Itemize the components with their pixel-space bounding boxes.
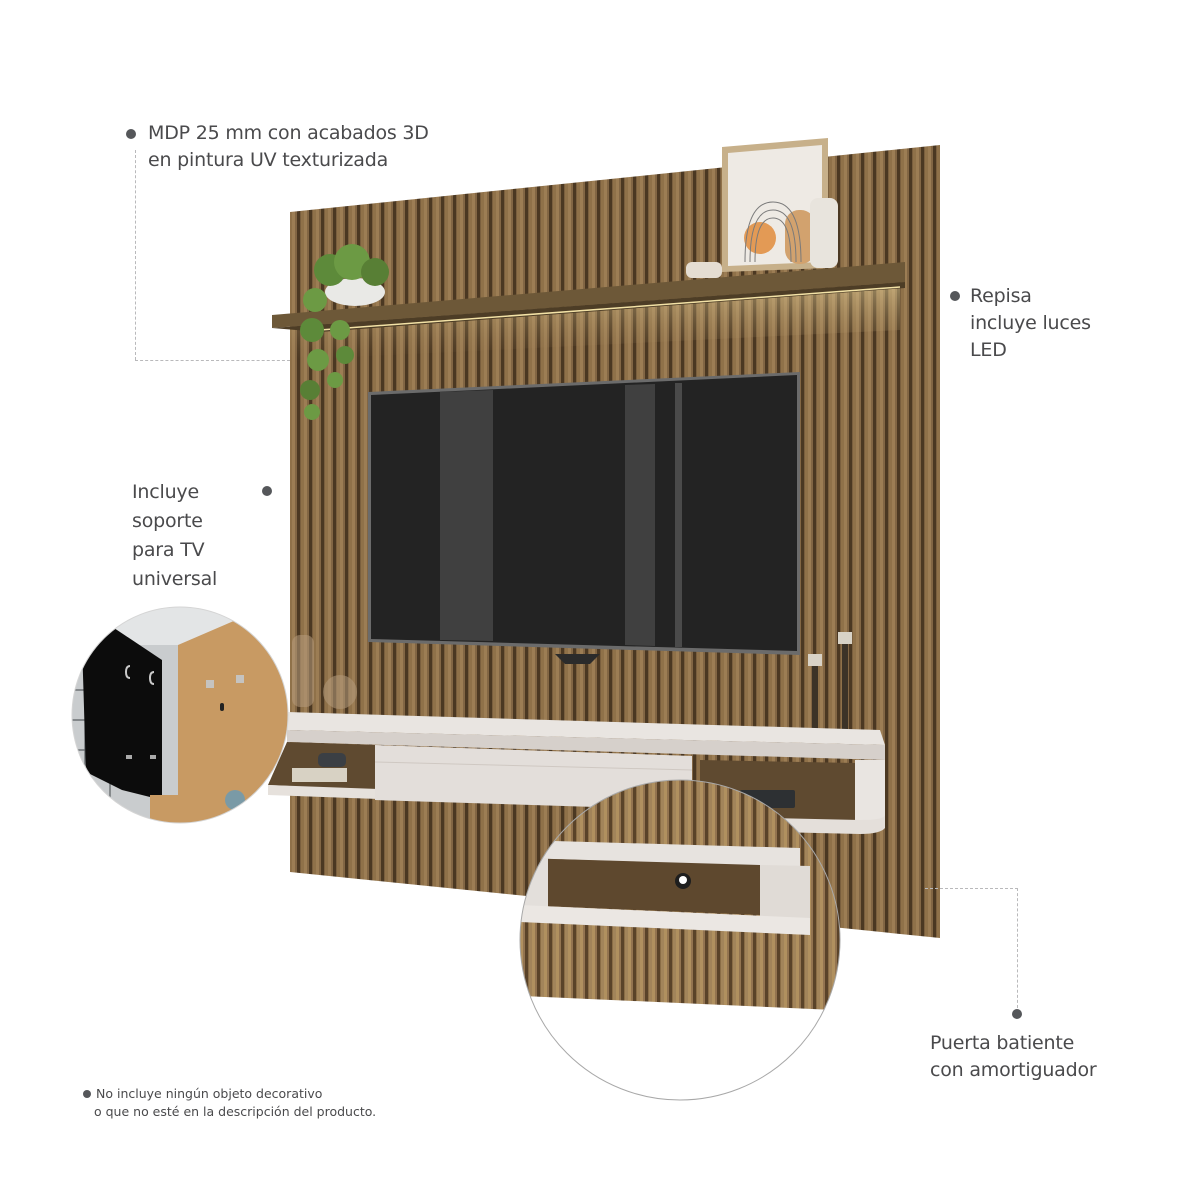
callout-text: universal	[132, 568, 218, 590]
disclaimer-text: o que no esté en la descripción del prod…	[94, 1104, 377, 1119]
leader-line-material-vertical	[135, 150, 136, 360]
callout-text: en pintura UV texturizada	[148, 149, 389, 171]
leader-line-material-horizontal	[135, 360, 290, 361]
bullet-dot	[83, 1090, 91, 1098]
callout-text: MDP 25 mm con acabados 3D	[148, 122, 429, 144]
leader-line-door-horizontal	[925, 888, 1018, 889]
bullet-dot	[950, 291, 960, 301]
callout-text: Repisa	[970, 285, 1032, 307]
callout-tv-support: Incluye soporte para TV universal	[132, 478, 217, 594]
hanging-plant	[300, 244, 389, 420]
callout-door: Puerta batiente con amortiguador	[930, 1030, 1097, 1084]
console-drawer	[375, 745, 692, 810]
callout-text: Incluye	[132, 481, 199, 503]
floating-shelf	[272, 262, 905, 328]
callout-text: Puerta batiente	[930, 1032, 1075, 1054]
disclaimer-note: No incluye ningún objeto decorativo o qu…	[94, 1085, 377, 1121]
callout-text: incluye luces	[970, 312, 1091, 334]
decor-vase	[810, 198, 838, 268]
tv-mount-detail-inset	[72, 607, 288, 823]
callout-text: con amortiguador	[930, 1059, 1097, 1081]
floating-console	[268, 712, 885, 834]
bullet-dot	[126, 129, 136, 139]
callout-text: LED	[970, 339, 1007, 361]
candle-holders	[808, 632, 852, 736]
callout-shelf-led: Repisa incluye luces LED	[970, 283, 1091, 364]
leader-line-door-vertical	[1017, 888, 1018, 1008]
callout-text: soporte	[132, 510, 203, 532]
callout-text: para TV	[132, 539, 205, 561]
bullet-dot	[1012, 1009, 1022, 1019]
bullet-dot	[262, 486, 272, 496]
callout-material: MDP 25 mm con acabados 3D en pintura UV …	[148, 120, 429, 174]
door-detail-inset	[520, 780, 840, 1100]
disclaimer-text: No incluye ningún objeto decorativo	[96, 1086, 323, 1101]
